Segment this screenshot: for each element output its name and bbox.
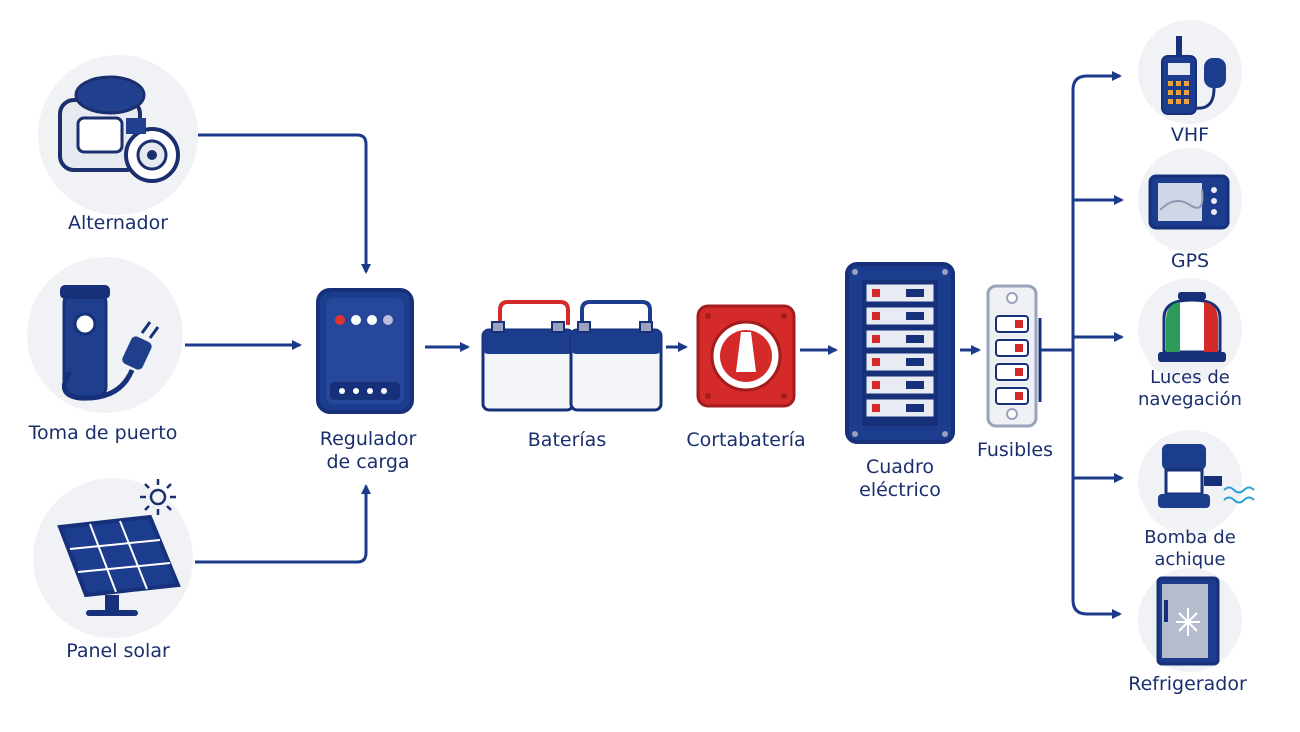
fuses-label: Fusibles xyxy=(976,439,1054,461)
bilge-pump-icon xyxy=(1138,430,1255,534)
bilge-pump-label-line1: Bomba de xyxy=(1144,527,1236,548)
panel-label-line1: Cuadro xyxy=(865,456,935,478)
arrow-alternator-to-regulator xyxy=(198,133,371,274)
alternator-icon xyxy=(38,55,198,215)
refrigerator-icon xyxy=(1138,568,1242,672)
battery-switch-icon xyxy=(696,304,796,408)
sun-icon xyxy=(140,479,176,515)
nav-lights-label-line2: navegación xyxy=(1138,389,1242,410)
batteries-icon xyxy=(481,300,663,412)
gps-label: GPS xyxy=(1170,250,1210,272)
vhf-label: VHF xyxy=(1170,124,1210,146)
charge-regulator-icon xyxy=(316,288,414,414)
battery-switch-label: Cortabatería xyxy=(686,429,806,451)
shore-power-plug-icon xyxy=(27,257,183,413)
regulator-label-line2: de carga xyxy=(326,451,410,473)
shore-power-label: Toma de puerto xyxy=(28,422,178,444)
navigation-light-icon xyxy=(1138,278,1242,382)
regulator-label-line1: Regulador xyxy=(319,428,417,450)
solar-panel-label: Panel solar xyxy=(66,640,170,662)
gps-plotter-icon xyxy=(1138,148,1242,252)
refrigerator-label: Refrigerador xyxy=(1128,673,1247,695)
electrical-panel-icon xyxy=(845,262,955,444)
trunk-line xyxy=(1071,74,1088,616)
bilge-pump-label-line2: achique xyxy=(1154,549,1226,570)
arrow-solar-to-regulator xyxy=(195,484,371,564)
alternator-label: Alternador xyxy=(67,212,169,234)
connectors xyxy=(185,71,1124,619)
vhf-radio-icon xyxy=(1138,20,1242,124)
nav-lights-label-line1: Luces de xyxy=(1150,367,1230,388)
panel-label-line2: eléctrico xyxy=(859,479,941,501)
fuses-icon xyxy=(986,284,1042,428)
solar-panel-icon xyxy=(33,478,193,638)
batteries-label: Baterías xyxy=(527,429,607,451)
